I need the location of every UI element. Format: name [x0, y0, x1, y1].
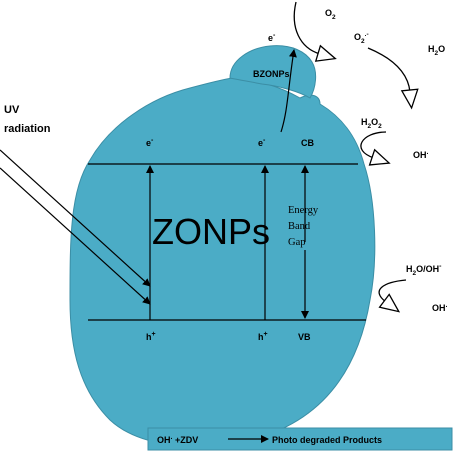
o2-reaction-arrow [293, 1, 337, 62]
hole-vb-2: h+ [258, 331, 268, 342]
energy-label-line3: Gap [288, 237, 306, 248]
energy-label-line1: Energy [288, 205, 319, 216]
particle-name: ZONPs [152, 211, 270, 252]
h2o-label: H2O [428, 44, 445, 57]
oh-radical-1-label: OH. [413, 149, 429, 160]
legend-products: Photo degraded Products [272, 435, 382, 445]
hole-vb-1: h+ [146, 331, 156, 342]
o2-radical-label: O2.- [354, 31, 369, 45]
uv-arrow-2 [0, 167, 151, 305]
h2o2-reaction-arrow [360, 131, 391, 166]
reaction-legend: OH. +ZDV Photo degraded Products [147, 427, 453, 451]
bzonps-bubble [229, 45, 317, 99]
cb-label: CB [301, 138, 314, 148]
h2o-reaction-arrow [367, 47, 419, 110]
electron-to-bubble-arrow [280, 49, 297, 133]
oh-radical-2-label: OH. [432, 302, 448, 313]
uv-arrow-1 [0, 149, 151, 287]
electron-bubble: e- [268, 32, 276, 43]
electron-cb-1: e- [146, 137, 154, 148]
legend-box [147, 427, 453, 451]
energy-label-line2: Band [288, 221, 311, 232]
h2o-oh-reaction-arrow [378, 279, 407, 313]
particle-body [69, 77, 376, 447]
vb-label: VB [298, 332, 311, 342]
uv-label-line2: radiation [4, 123, 51, 135]
legend-reactants: OH. +ZDV [157, 434, 198, 445]
uv-label-line1: UV [4, 104, 20, 116]
electron-cb-2: e- [258, 137, 266, 148]
h2o-oh-label: H2O/OH- [406, 263, 442, 277]
bubble-name: BZONPs [253, 69, 290, 79]
o2-label: O2 [325, 8, 336, 21]
h2o2-label: H2O2 [361, 117, 382, 130]
